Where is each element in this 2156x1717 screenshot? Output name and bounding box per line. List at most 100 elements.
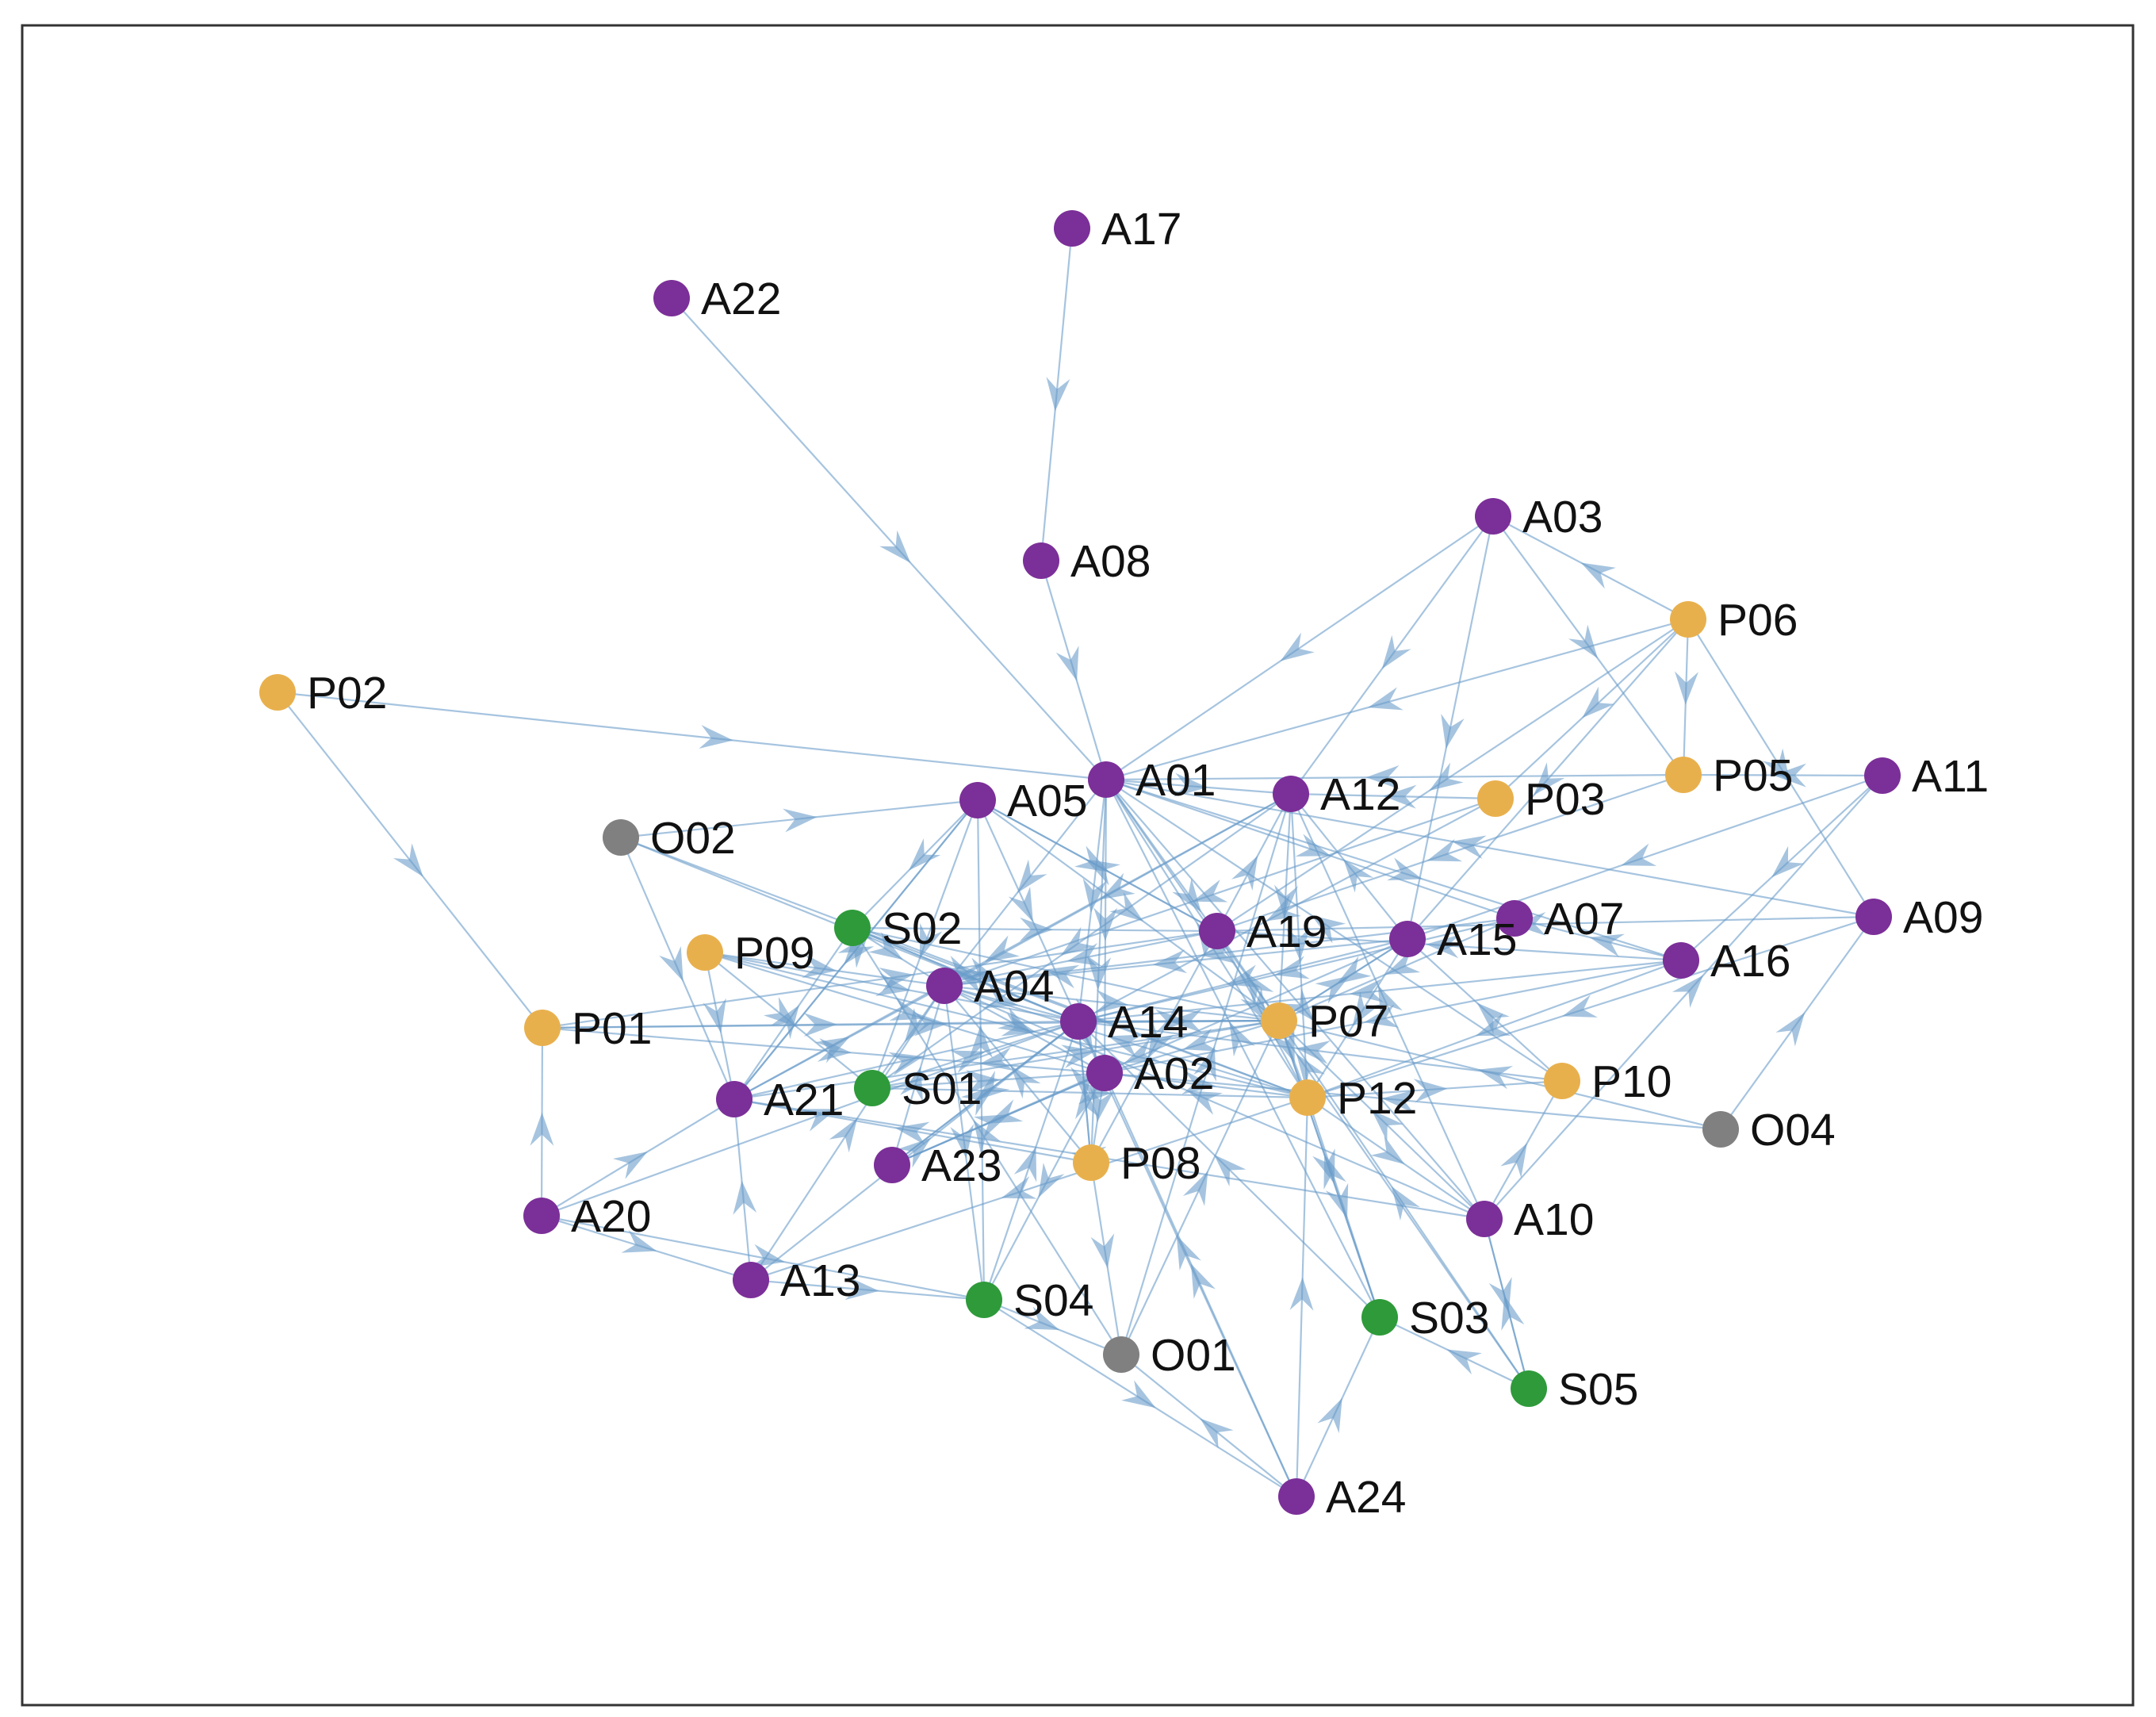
edge-arrow-icon <box>1286 926 1311 961</box>
node-s02: S02 <box>834 903 962 954</box>
node-label: A10 <box>1514 1194 1594 1245</box>
edge-arrow-icon <box>1124 1039 1159 1064</box>
node-a09: A09 <box>1855 892 1983 943</box>
edge-arrow-icon <box>1429 762 1464 791</box>
node-marker <box>1199 913 1235 949</box>
edge-a19-a04 <box>944 929 1218 987</box>
node-s05: S05 <box>1511 1364 1638 1415</box>
edge-p07-a02 <box>1104 1019 1280 1075</box>
edge-p12-a10 <box>1307 1097 1485 1220</box>
node-label: A14 <box>1108 997 1188 1048</box>
edge-line <box>852 927 1122 1355</box>
edge-a05-a14 <box>976 799 1080 1022</box>
node-marker <box>834 910 871 946</box>
node-p06: P06 <box>1670 595 1798 646</box>
node-marker <box>1361 1299 1398 1336</box>
edge-a23-a02 <box>891 1071 1105 1167</box>
node-a22: A22 <box>653 274 781 324</box>
edge-arrow-icon <box>1674 671 1698 705</box>
edge-arrow-icon <box>1371 1110 1404 1142</box>
edge-a15-a12 <box>1290 793 1408 940</box>
edge-line <box>1078 1021 1297 1497</box>
edge-p06-p05 <box>1674 619 1698 776</box>
edge-arrow-icon <box>973 1114 1009 1139</box>
edge-arrow-icon <box>1187 1090 1223 1115</box>
edge-arrow-icon <box>1775 1012 1806 1047</box>
node-marker <box>874 1147 910 1183</box>
node-label: O04 <box>1750 1105 1836 1156</box>
node-a10: A10 <box>1466 1194 1594 1245</box>
edge-arrow-icon <box>1067 942 1102 967</box>
node-marker <box>653 280 690 316</box>
edge-line <box>1407 774 1883 941</box>
edge-arrow-icon <box>1082 878 1107 913</box>
node-label: P02 <box>307 668 387 719</box>
edge-arrow-icon <box>1568 624 1598 659</box>
node-p07: P07 <box>1261 996 1388 1047</box>
edge-arrow-icon <box>1176 1235 1201 1271</box>
edge-line <box>1307 915 1875 1099</box>
nodes-layer: A01A02A03A04A05A07A08A09A10A11A12A13A14A… <box>259 204 1989 1523</box>
edge-a10-a04 <box>944 984 1485 1221</box>
edge-a10-p10 <box>1484 1080 1563 1220</box>
node-marker <box>1088 761 1124 798</box>
edge-line <box>1078 959 1682 1023</box>
edge-a05-s02 <box>852 799 978 929</box>
edge-line <box>1105 773 1684 781</box>
node-a19: A19 <box>1199 906 1327 957</box>
edge-arrow-icon <box>1046 377 1070 412</box>
node-p01: P01 <box>524 1003 652 1054</box>
edge-a16-a02 <box>1104 959 1682 1075</box>
edge-p02-p01 <box>277 692 543 1029</box>
edge-arrow-icon <box>1350 979 1384 1003</box>
edge-arrow-icon <box>1582 686 1615 719</box>
edge-s05-s03 <box>1379 1316 1530 1389</box>
edge-arrow-icon <box>1534 762 1565 795</box>
edge-arrow-icon <box>894 1121 930 1146</box>
node-a04: A04 <box>926 961 1054 1012</box>
edge-p06-a19 <box>1216 619 1689 932</box>
edge-a04-p07 <box>944 984 1280 1022</box>
edge-arrow-icon <box>1240 987 1267 1023</box>
edge-line <box>1216 773 1684 933</box>
edge-p06-a15 <box>1407 619 1689 940</box>
node-o04: O04 <box>1702 1105 1836 1156</box>
edge-p02-a01 <box>277 691 1107 781</box>
edge-a10-s05 <box>1483 1218 1530 1389</box>
edge-arrow-icon <box>984 935 1020 962</box>
node-marker <box>1060 1003 1097 1040</box>
node-a14: A14 <box>1060 997 1188 1048</box>
edge-arrow-icon <box>973 1120 1001 1155</box>
node-label: P06 <box>1718 595 1798 646</box>
node-label: O02 <box>650 813 736 864</box>
edge-arrow-icon <box>844 1276 879 1301</box>
node-marker <box>1289 1079 1326 1116</box>
edge-line <box>944 797 1496 987</box>
edge-a12-p07 <box>1273 793 1298 1021</box>
edge-p08-a21 <box>733 1098 1092 1164</box>
edges-layer <box>277 228 1883 1497</box>
edge-arrow-icon <box>1771 845 1805 878</box>
node-a15: A15 <box>1389 914 1517 965</box>
edge-arrow-icon <box>1214 1154 1246 1186</box>
edge-arrow-icon <box>1589 933 1625 957</box>
edge-arrow-icon <box>1090 1233 1115 1269</box>
node-label: P12 <box>1337 1073 1417 1124</box>
node-label: S05 <box>1558 1364 1638 1415</box>
edge-arrow-icon <box>1368 687 1404 711</box>
edge-a23-a04 <box>890 985 946 1166</box>
node-p05: P05 <box>1665 750 1793 801</box>
edge-arrow-icon <box>1317 1397 1342 1434</box>
node-p09: P09 <box>687 928 814 979</box>
edge-arrow-icon <box>919 923 943 959</box>
node-marker <box>523 1198 560 1234</box>
edge-arrow-icon <box>530 1112 554 1146</box>
edge-arrow-icon <box>1672 975 1704 1008</box>
edge-arrow-icon <box>1772 763 1807 788</box>
edge-a11-a15 <box>1407 774 1883 941</box>
edge-line <box>750 1096 1308 1282</box>
edge-a20-p01 <box>530 1027 554 1217</box>
node-marker <box>1702 1111 1739 1148</box>
